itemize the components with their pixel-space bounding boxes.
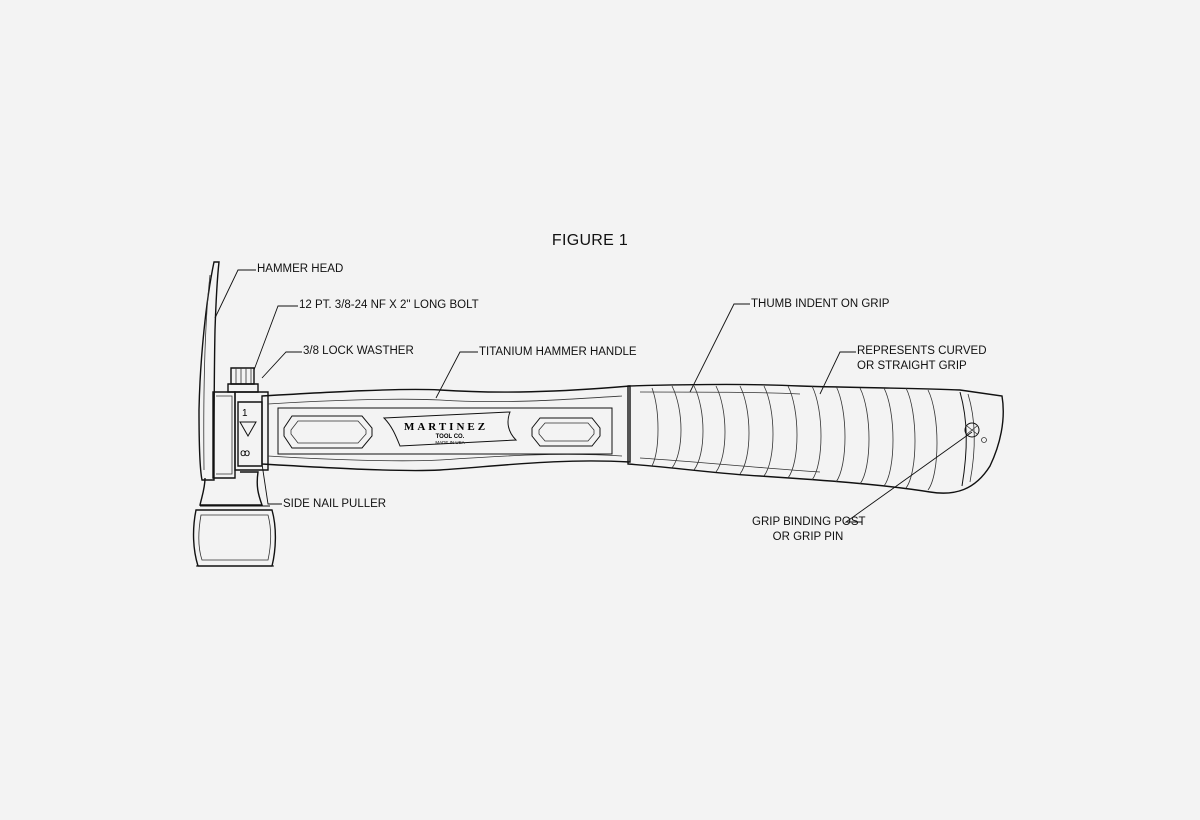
label-curved-grip-line2: OR STRAIGHT GRIP — [857, 360, 967, 372]
titanium-handle — [261, 385, 631, 472]
label-binding-post-line1: GRIP BINDING POST — [752, 516, 866, 528]
label-thumb-indent: THUMB INDENT ON GRIP — [751, 298, 890, 310]
label-lock-washer: 3/8 LOCK WASTHER — [303, 345, 414, 357]
label-binding-post: GRIP BINDING POST OR GRIP PIN — [752, 515, 866, 545]
brand-logo: MARTINEZ TOOL CO. MADE IN USA — [404, 421, 488, 445]
svg-text:ꝏ: ꝏ — [240, 448, 250, 459]
label-curved-grip-line1: REPRESENTS CURVED — [857, 345, 987, 357]
bolt-assembly — [227, 367, 259, 393]
label-side-nail-puller: SIDE NAIL PULLER — [283, 498, 387, 510]
logo-tag: MADE IN USA — [435, 440, 464, 445]
hammer-head — [192, 261, 277, 567]
figure-title: FIGURE 1 — [551, 232, 629, 249]
label-binding-post-line2: OR GRIP PIN — [772, 531, 844, 543]
label-titanium-handle: TITANIUM HAMMER HANDLE — [479, 346, 637, 358]
leader-lines — [214, 269, 973, 523]
logo-brand: MARTINEZ — [404, 421, 488, 433]
grip — [627, 383, 1004, 494]
label-curved-grip: REPRESENTS CURVED OR STRAIGHT GRIP — [857, 344, 987, 374]
svg-text:1: 1 — [242, 408, 248, 419]
handle-adapter: 1 ꝏ — [234, 391, 269, 471]
logo-sub: TOOL CO. — [436, 434, 465, 440]
label-hammer-head: HAMMER HEAD — [257, 263, 344, 275]
label-bolt: 12 PT. 3/8-24 NF X 2" LONG BOLT — [299, 299, 479, 311]
